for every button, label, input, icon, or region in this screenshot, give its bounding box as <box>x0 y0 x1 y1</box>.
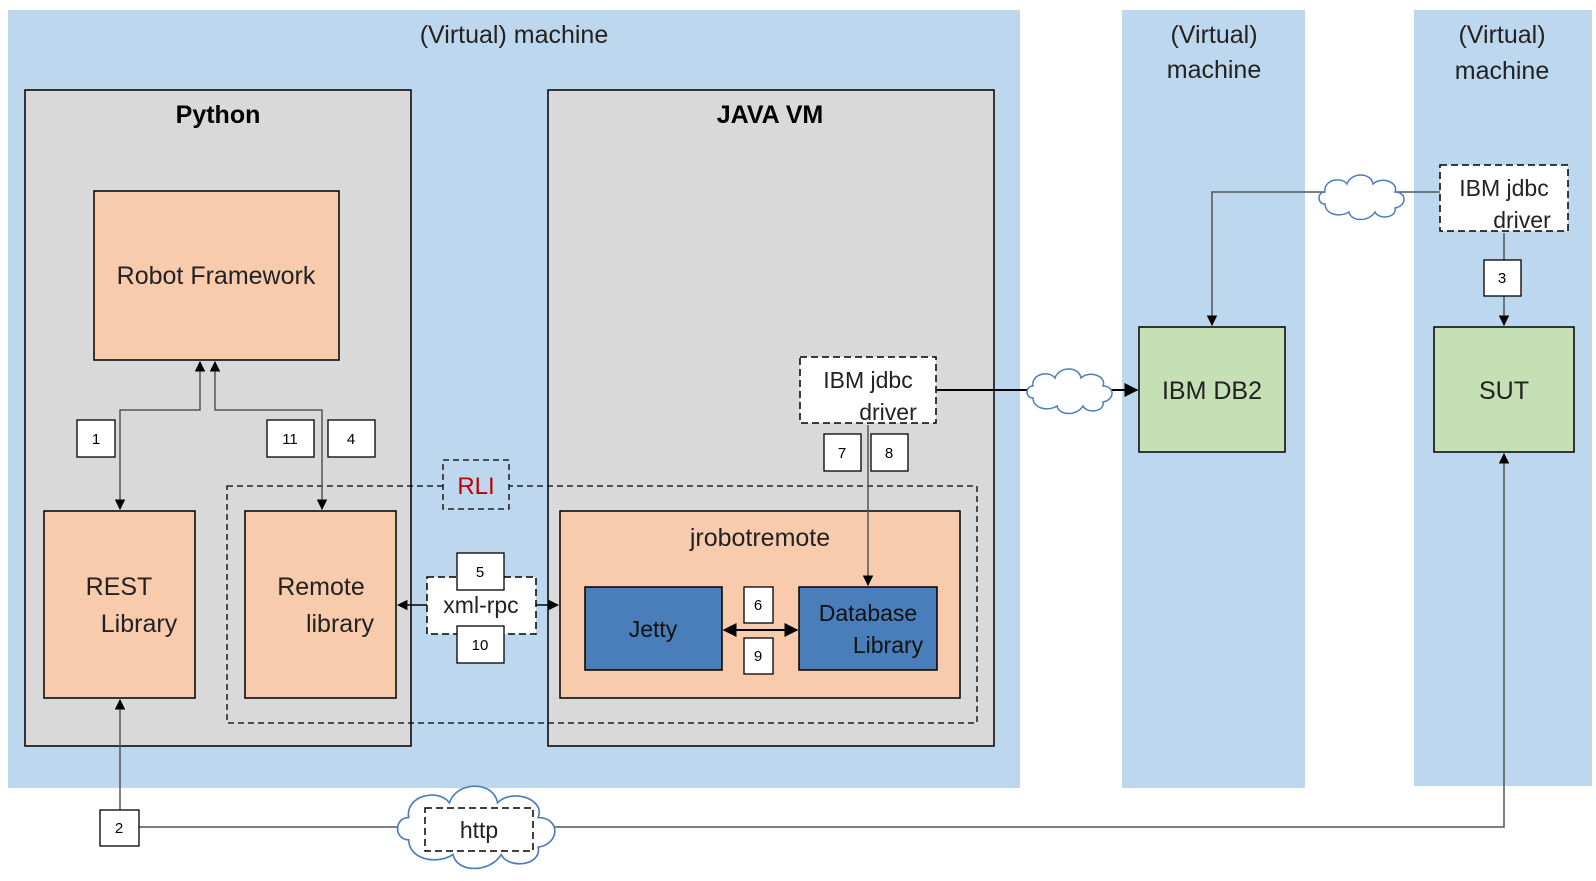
jdbc-driver-sut-label-line1: IBM jdbc <box>1459 175 1548 201</box>
sut-box <box>1433 326 1575 453</box>
sut-label: SUT <box>1479 377 1529 405</box>
step-badge-3: 3 <box>1483 259 1522 297</box>
connector-http <box>114 452 1510 828</box>
step-badge-7: 7 <box>823 433 862 472</box>
jdbc-driver-sut-box <box>1439 164 1569 232</box>
jdbc-driver-sut-label-line2: driver <box>1493 207 1551 233</box>
remote-library-label-line2: library <box>306 610 375 638</box>
db-machine-label-line1: (Virtual) <box>1170 21 1257 49</box>
network-cloud-http <box>396 785 556 870</box>
jdbc-driver-box <box>799 356 937 424</box>
ibm-db2-box <box>1138 326 1286 453</box>
jdbc-driver-label-line1: IBM jdbc <box>823 367 912 393</box>
ibm-db2-label: IBM DB2 <box>1162 377 1262 405</box>
svg-text:1: 1 <box>92 431 100 448</box>
jrobotremote-label: jrobotremote <box>689 524 830 552</box>
rest-library-label-line2: Library <box>101 610 178 638</box>
svg-text:5: 5 <box>476 564 484 581</box>
rest-library-box <box>43 510 196 699</box>
step-badge-10: 10 <box>456 625 505 664</box>
database-library-label-line2: Library <box>853 632 924 658</box>
step-badge-4: 4 <box>327 419 376 458</box>
sut-machine-label-line1: (Virtual) <box>1458 21 1545 49</box>
network-cloud-db2 <box>1026 368 1113 415</box>
step-badge-5: 5 <box>456 552 505 591</box>
database-library-label-line1: Database <box>819 600 917 626</box>
svg-text:4: 4 <box>347 431 355 448</box>
step-badge-11: 11 <box>266 419 315 458</box>
http-box <box>424 807 534 852</box>
robot-framework-label: Robot Framework <box>117 262 316 290</box>
svg-text:9: 9 <box>754 648 762 665</box>
svg-text:7: 7 <box>838 445 846 462</box>
rest-library-label-line1: REST <box>86 573 153 601</box>
network-cloud-sut <box>1318 174 1405 221</box>
svg-text:2: 2 <box>115 820 123 837</box>
jetty-label: Jetty <box>629 616 678 642</box>
jdbc-driver-label-line2: driver <box>859 399 917 425</box>
java-vm-title: JAVA VM <box>717 101 824 129</box>
step-badge-6: 6 <box>743 586 774 624</box>
svg-text:3: 3 <box>1498 270 1506 287</box>
python-title: Python <box>176 101 261 129</box>
robot-framework-box <box>93 190 340 361</box>
svg-text:11: 11 <box>282 431 298 448</box>
svg-text:6: 6 <box>754 597 762 614</box>
step-badge-2: 2 <box>99 809 140 847</box>
db-machine-label-line2: machine <box>1167 56 1262 84</box>
svg-text:10: 10 <box>472 637 489 654</box>
xmlrpc-label: xml-rpc <box>443 592 518 618</box>
remote-library-box <box>244 510 397 699</box>
step-badge-1: 1 <box>76 419 116 458</box>
sut-machine-label-line2: machine <box>1455 57 1550 85</box>
step-badge-9: 9 <box>743 637 774 675</box>
http-label: http <box>460 817 498 843</box>
main-machine-label: (Virtual) machine <box>420 21 609 49</box>
svg-text:8: 8 <box>885 445 893 462</box>
step-badge-8: 8 <box>870 433 909 472</box>
remote-library-label-line1: Remote <box>277 573 365 601</box>
rli-label: RLI <box>457 473 494 500</box>
